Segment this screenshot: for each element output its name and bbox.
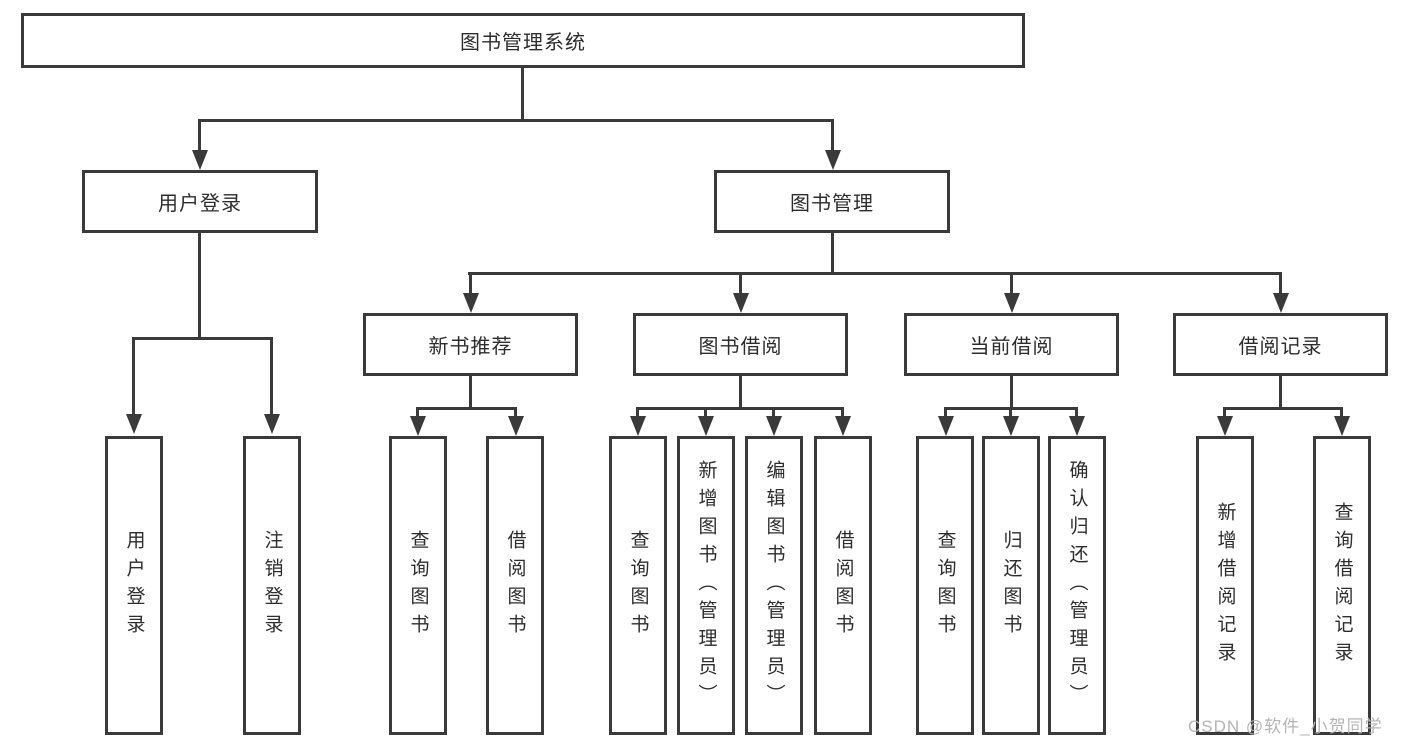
arrow-to-user-login-leaf <box>126 414 142 434</box>
connector-leaf <box>1075 407 1078 418</box>
node-label: 归还图书 <box>1000 529 1022 642</box>
connector-leaf <box>514 407 517 418</box>
arrow-to-query-borrow-record <box>1334 416 1350 436</box>
node-label: 查询图书 <box>627 529 649 642</box>
connector-leaf <box>944 407 947 418</box>
node-return-books: 归还图书 <box>982 436 1040 735</box>
connector-to-logout-leaf <box>270 337 273 415</box>
connector-leaf <box>772 407 775 418</box>
node-label: 图书借阅 <box>698 336 783 358</box>
connector-to-user-login <box>198 119 201 152</box>
connector-to-borrow-records <box>1279 272 1282 295</box>
connector-leaf <box>1009 407 1012 418</box>
connector-leaf <box>704 407 707 418</box>
connector-borrow-records-stem <box>1279 376 1282 409</box>
node-label: 查询图书 <box>934 529 956 642</box>
node-label: 新增借阅记录 <box>1214 501 1236 670</box>
arrow-to-current-borrow <box>1004 293 1020 313</box>
node-book-management: 图书管理 <box>714 170 950 233</box>
node-label: 图书管理 <box>790 193 874 215</box>
node-label: 借阅图书 <box>504 529 526 642</box>
connector-to-book-management <box>831 119 834 152</box>
node-query-borrow-record: 查询借阅记录 <box>1313 436 1371 735</box>
node-label: 注销登录 <box>261 529 283 642</box>
connector-book-borrow-stem <box>739 376 742 409</box>
node-borrow-books-leaf: 借阅图书 <box>814 436 872 735</box>
node-label: 编辑图书（管理员） <box>763 459 785 712</box>
arrow-to-borrow-books-recommend <box>508 416 524 436</box>
node-book-borrow: 图书借阅 <box>633 313 848 376</box>
node-label: 借阅图书 <box>832 529 854 642</box>
connector-leaf <box>1340 407 1343 418</box>
node-query-books-current: 查询图书 <box>916 436 974 735</box>
connector-root-hline <box>198 119 834 122</box>
arrow-to-confirm-return-admin <box>1069 416 1085 436</box>
node-label: 借阅记录 <box>1238 336 1323 358</box>
node-current-borrow: 当前借阅 <box>904 313 1119 376</box>
arrow-to-add-books-admin <box>698 416 714 436</box>
arrow-to-edit-books-admin <box>766 416 782 436</box>
arrow-to-add-borrow-record <box>1217 416 1233 436</box>
connector-book-management-hline <box>468 272 1281 275</box>
arrow-to-query-books-borrow <box>630 416 646 436</box>
node-add-borrow-record: 新增借阅记录 <box>1196 436 1254 735</box>
node-library-management-system: 图书管理系统 <box>21 13 1025 68</box>
connector-user-login-stem <box>198 233 201 337</box>
arrow-to-query-books-current <box>938 416 954 436</box>
connector-leaf <box>636 407 639 418</box>
arrow-to-new-book-recommend <box>463 293 479 313</box>
connector-to-user-login-leaf <box>132 337 135 415</box>
connector-to-book-borrow <box>739 272 742 295</box>
node-edit-books-admin: 编辑图书（管理员） <box>745 436 803 735</box>
arrow-to-user-login <box>192 150 208 170</box>
watermark: CSDN @软件_小贺同学 <box>1188 717 1383 736</box>
connector-root-stem <box>521 68 524 119</box>
node-label: 确认归还（管理员） <box>1066 459 1088 712</box>
arrow-to-query-books-recommend <box>410 416 426 436</box>
connector-leaf <box>1223 407 1226 418</box>
arrow-to-borrow-records <box>1273 293 1289 313</box>
connector-leaf <box>416 407 419 418</box>
node-label: 新增图书（管理员） <box>695 459 717 712</box>
node-new-book-recommend: 新书推荐 <box>363 313 578 376</box>
node-query-books-recommend: 查询图书 <box>389 436 447 735</box>
arrow-to-return-books <box>1003 416 1019 436</box>
node-label: 当前借阅 <box>969 336 1054 358</box>
node-query-books-borrow: 查询图书 <box>609 436 667 735</box>
node-logout-leaf: 注销登录 <box>243 436 301 735</box>
node-label: 查询图书 <box>407 529 429 642</box>
arrow-to-book-management <box>825 150 841 170</box>
node-label: 查询借阅记录 <box>1331 501 1353 670</box>
arrow-to-borrow-books-leaf <box>835 416 851 436</box>
node-user-login: 用户登录 <box>82 170 318 233</box>
connector-book-borrow-hline <box>636 407 844 410</box>
node-label: 用户登录 <box>158 193 242 215</box>
node-label: 图书管理系统 <box>460 32 586 54</box>
node-add-books-admin: 新增图书（管理员） <box>677 436 735 735</box>
node-borrow-records: 借阅记录 <box>1173 313 1388 376</box>
connector-user-login-hline <box>132 337 273 340</box>
connector-book-management-stem <box>831 233 834 272</box>
connector-new-book-recommend-stem <box>469 376 472 409</box>
connector-current-borrow-stem <box>1010 376 1013 409</box>
node-user-login-leaf: 用户登录 <box>105 436 163 735</box>
node-label: 用户登录 <box>123 529 145 642</box>
arrow-to-logout-leaf <box>264 414 280 434</box>
connector-borrow-records-hline <box>1223 407 1343 410</box>
connector-new-book-recommend-hline <box>416 407 517 410</box>
connector-to-new-book-recommend <box>469 272 472 295</box>
connector-to-current-borrow <box>1010 272 1013 295</box>
node-confirm-return-admin: 确认归还（管理员） <box>1048 436 1106 735</box>
connector-leaf <box>841 407 844 418</box>
node-label: 新书推荐 <box>428 336 513 358</box>
node-borrow-books-recommend: 借阅图书 <box>486 436 544 735</box>
arrow-to-book-borrow <box>733 293 749 313</box>
